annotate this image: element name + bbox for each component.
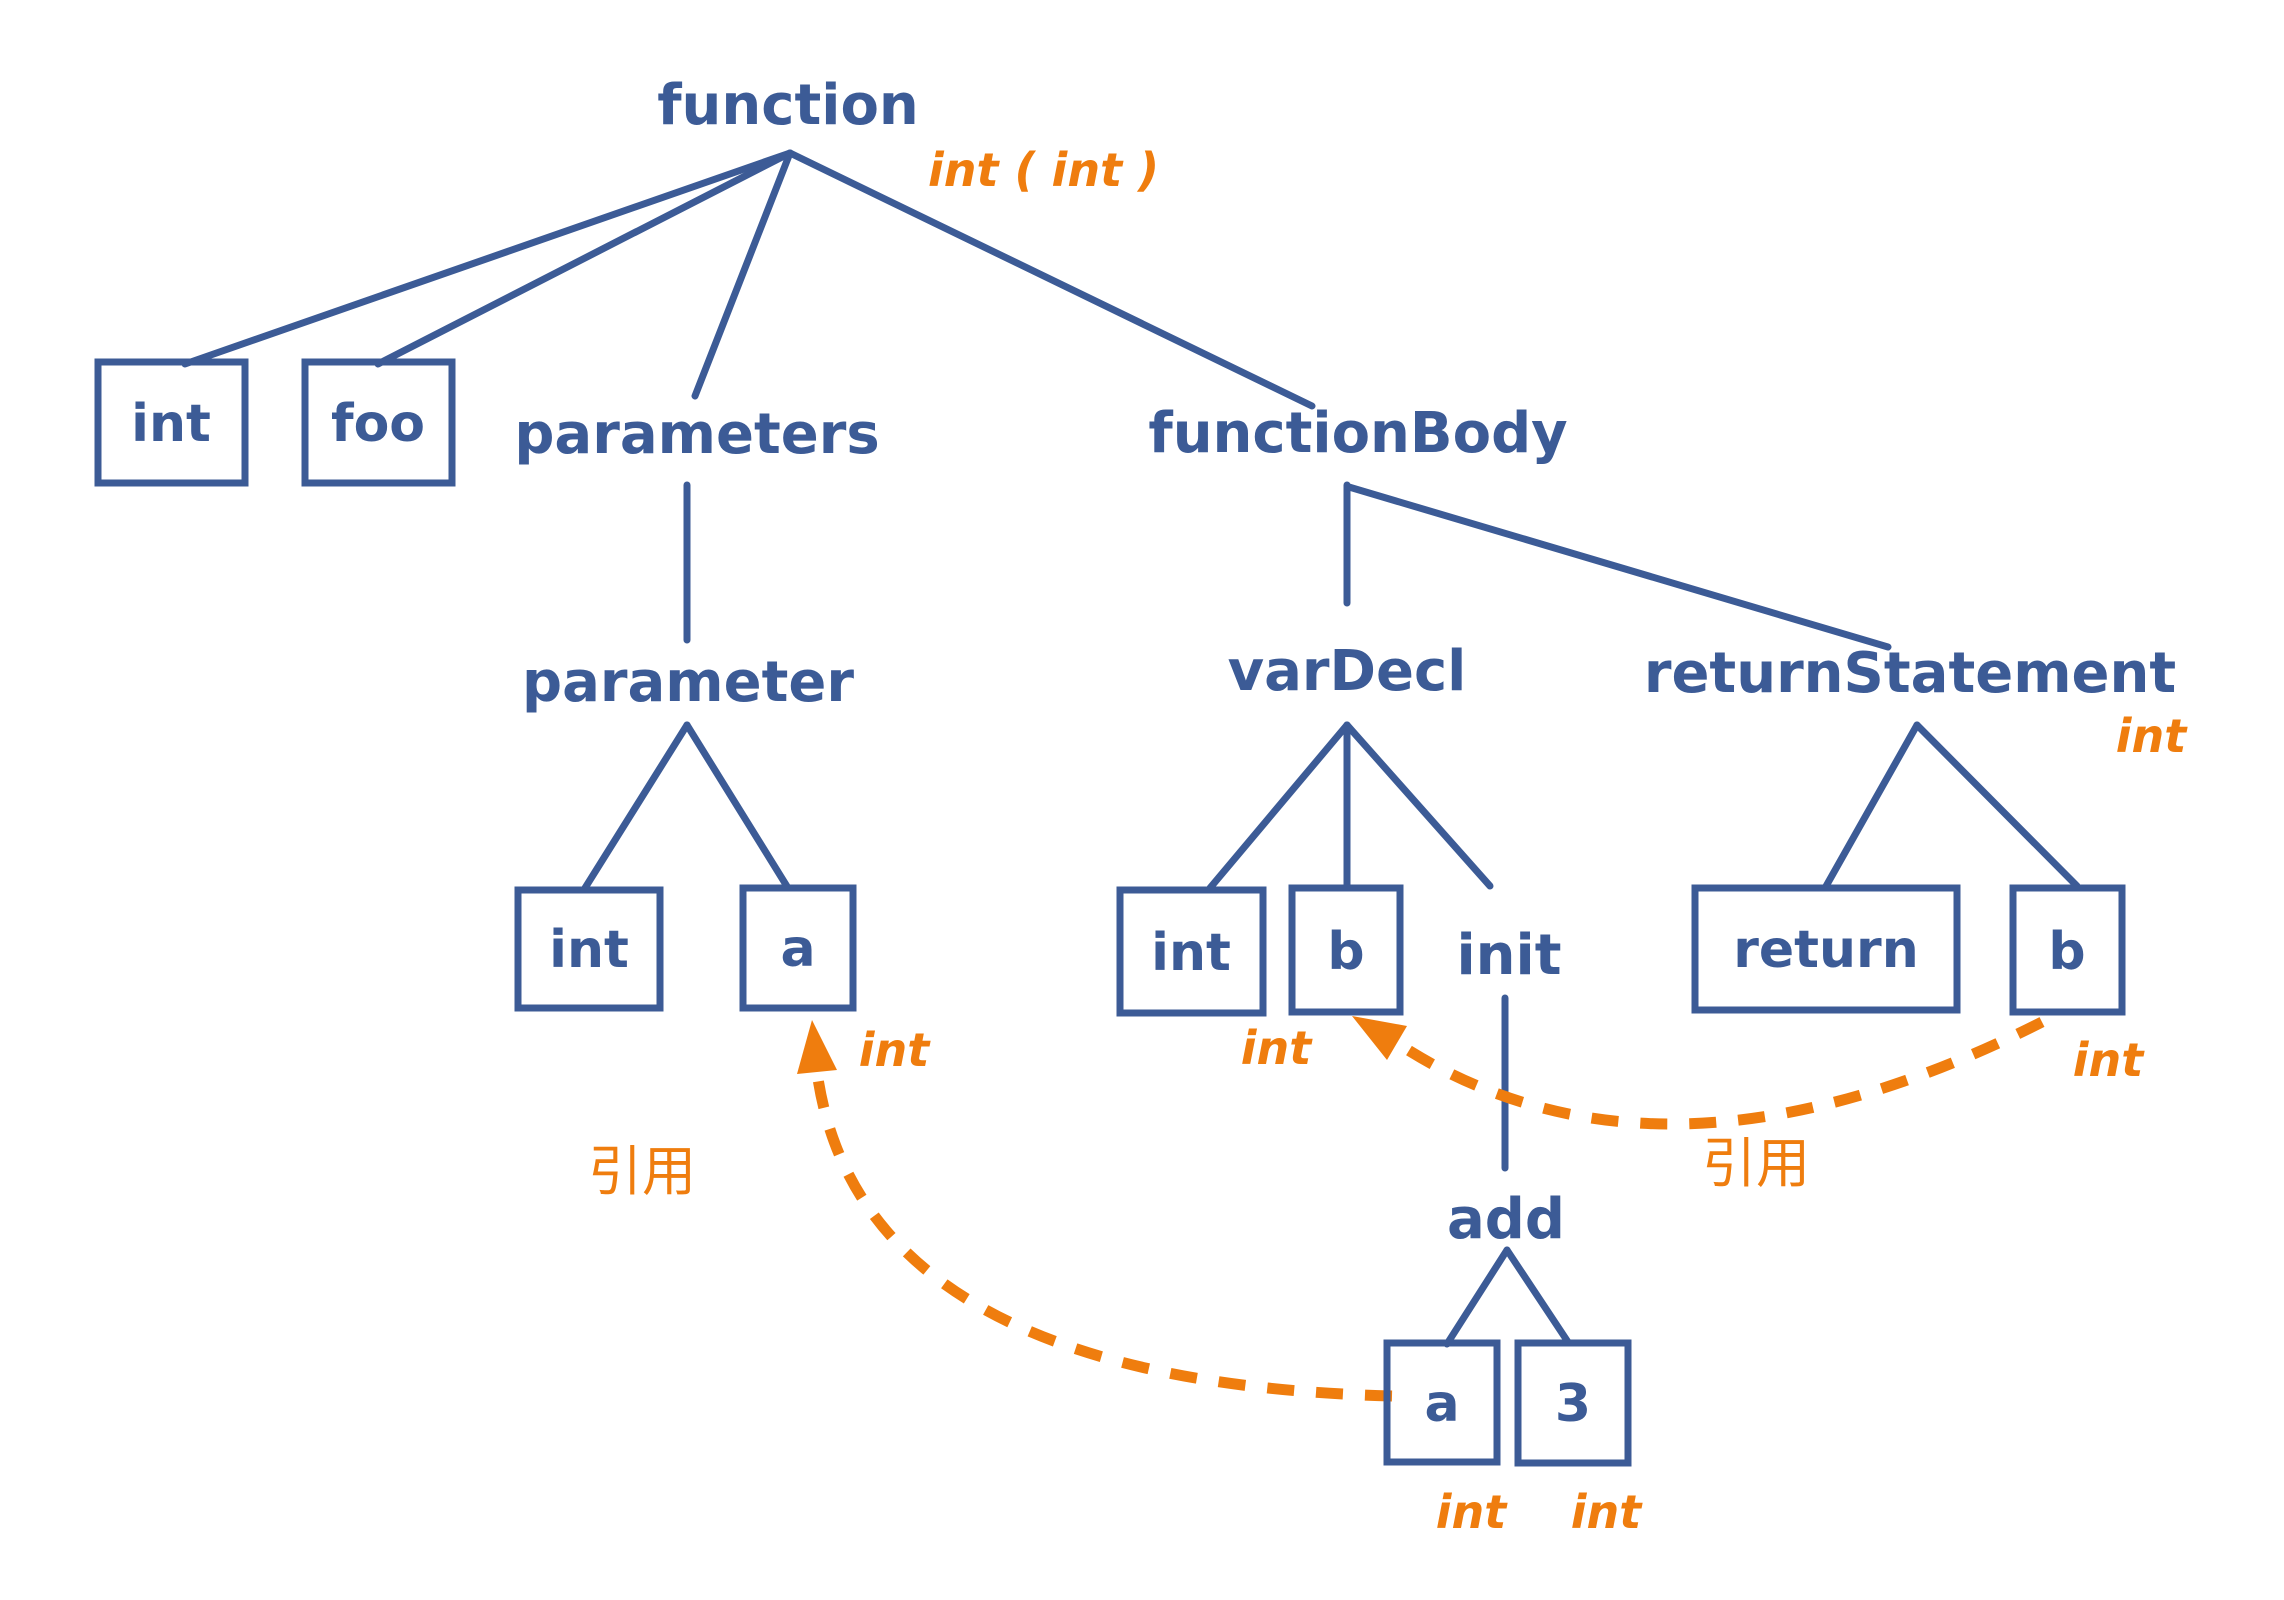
edge-parameter-to-name: [683, 721, 792, 892]
edge-parameter-to-type: [581, 721, 691, 892]
node-add-label: add: [1447, 1187, 1565, 1252]
box-label-return-type: int: [131, 394, 211, 454]
edge-var-decl-to-type: [1206, 721, 1351, 892]
reference-arrow-a: [811, 1071, 1393, 1402]
node-parameter-label: parameter: [522, 650, 854, 715]
box-label-var-decl-name: b: [1327, 922, 1364, 982]
node-function-body-label: functionBody: [1148, 401, 1567, 466]
box-label-return-value: b: [2048, 922, 2085, 982]
box-parameter-name: [739, 884, 857, 1012]
box-var-decl-name: [1288, 884, 1404, 1016]
edge-function-to-name: [374, 149, 794, 368]
box-return-keyword: [1691, 884, 1961, 1014]
annotation-add-left-type: int: [1436, 1485, 1509, 1539]
edge-function-to-return-type: [181, 149, 794, 368]
edge-add-to-left-operand: [1443, 1246, 1511, 1348]
reference-label-right: 引用: [1702, 1132, 1810, 1195]
edge-function-to-parameters: [691, 149, 794, 400]
box-return-value: [2009, 884, 2126, 1016]
annotation-var-decl-name-type: int: [1241, 1021, 1314, 1075]
node-return-statement-label: returnStatement: [1644, 641, 2176, 706]
box-function-return-type: [94, 358, 249, 487]
edge-add-to-right-operand: [1503, 1246, 1572, 1346]
edge-var-decl-to-init: [1343, 721, 1494, 890]
box-parameter-type: [514, 886, 664, 1012]
box-function-name: [301, 358, 456, 487]
box-label-parameter-type: int: [549, 920, 629, 980]
edge-return-statement-to-value: [1913, 721, 2081, 890]
box-add-left-operand: [1383, 1339, 1501, 1466]
box-label-return-keyword: return: [1733, 920, 1918, 980]
arrow-head-icon-a: [797, 1020, 837, 1074]
node-parameters-label: parameters: [514, 402, 879, 467]
arrow-head-icon-b: [1352, 1016, 1407, 1060]
box-var-decl-type: [1116, 886, 1267, 1017]
box-label-function-name: foo: [331, 394, 425, 454]
node-function-label: function: [657, 73, 919, 138]
edge-function-body-to-return-statement: [1345, 483, 1892, 651]
annotation-add-right-type: int: [1571, 1485, 1644, 1539]
node-init-label: init: [1456, 923, 1561, 988]
edge-return-statement-to-keyword: [1821, 721, 1921, 892]
box-add-right-operand: [1514, 1339, 1632, 1467]
reference-label-left: 引用: [588, 1140, 696, 1203]
annotation-return-statement-type: int: [2116, 709, 2189, 763]
annotation-parameter-name-type: int: [859, 1023, 932, 1077]
reference-arrow-b: [1393, 1017, 2045, 1130]
box-label-add-left-operand: a: [1424, 1374, 1459, 1434]
edge-function-to-function-body: [786, 149, 1316, 410]
box-label-var-decl-type: int: [1151, 923, 1231, 983]
node-var-decl-label: varDecl: [1228, 639, 1467, 704]
annotation-return-value-type: int: [2073, 1033, 2146, 1087]
box-label-add-right-operand: 3: [1555, 1374, 1591, 1434]
box-label-parameter-name: a: [780, 919, 815, 979]
annotation-function-type: int ( int ): [928, 143, 1159, 197]
